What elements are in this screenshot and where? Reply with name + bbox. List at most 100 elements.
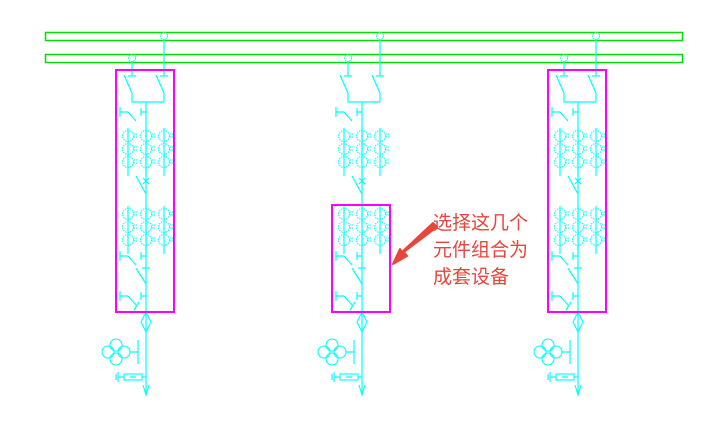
ct-terminal-icon (350, 224, 354, 229)
bus-disconnector-1-blade (339, 74, 349, 94)
ct-terminal-icon (170, 146, 174, 151)
cable-termination-icon (356, 310, 368, 334)
ct-coil-icon (355, 155, 369, 169)
ct-coil-icon (337, 129, 351, 143)
earth-blade (559, 111, 569, 122)
breaker-x (358, 177, 366, 185)
ct-coil-icon (373, 129, 387, 143)
ct-terminal-icon (170, 133, 174, 138)
ct-coil-icon (373, 142, 387, 156)
ct-terminal-icon (566, 133, 570, 138)
ct-coil-icon (355, 220, 369, 234)
earth-indicator (133, 301, 140, 311)
outgoing-line-arrow-icon (358, 384, 366, 397)
earthing-switch-lower (551, 291, 578, 306)
earthing-switch-upper (551, 107, 578, 122)
earthing-switch-lower (119, 291, 146, 306)
ct-terminal-icon (566, 211, 570, 216)
surge-arrester-icon (547, 372, 578, 382)
ct-terminal-icon (350, 211, 354, 216)
ct-terminal-icon (368, 211, 372, 216)
ct-coil-icon (553, 129, 567, 143)
ct-terminal-icon (152, 224, 156, 229)
ct-coil-icon (337, 233, 351, 247)
ct-terminal-icon (170, 237, 174, 242)
ct-coil-icon (373, 155, 387, 169)
ct-terminal-icon (134, 211, 138, 216)
ct-coil-icon (157, 220, 171, 234)
bus-tap-node-upper (375, 31, 385, 41)
earth-indicator (565, 301, 572, 311)
ct-coil-icon (157, 155, 171, 169)
ct-terminal-icon (170, 159, 174, 164)
ct-coil-icon (355, 207, 369, 221)
earth-blade (127, 255, 137, 266)
vt-winding (541, 338, 555, 352)
surge-arrester-icon (115, 372, 146, 382)
earthing-switch-upper (335, 107, 362, 122)
ct-coil-icon (157, 129, 171, 143)
feeders (101, 31, 606, 397)
current-transformer-group-upper (553, 128, 606, 176)
current-transformer-group-lower (553, 206, 606, 254)
vt-winding (325, 338, 339, 352)
vt-winding (541, 352, 555, 366)
ct-terminal-icon (350, 133, 354, 138)
ct-terminal-icon (602, 211, 606, 216)
selection-box-middle[interactable] (331, 204, 391, 313)
ct-coil-icon (355, 142, 369, 156)
feeder-right[interactable] (533, 31, 606, 397)
ct-coil-icon (373, 207, 387, 221)
ct-coil-icon (121, 142, 135, 156)
feeder-middle[interactable] (317, 31, 390, 397)
ct-terminal-icon (386, 224, 390, 229)
ct-terminal-icon (386, 146, 390, 151)
ct-terminal-icon (368, 133, 372, 138)
ct-terminal-icon (386, 159, 390, 164)
cable-termination-icon (140, 310, 152, 334)
ct-coil-icon (337, 155, 351, 169)
surge-arrester-icon (331, 372, 362, 382)
ct-coil-icon (139, 220, 153, 234)
ct-coil-icon (553, 220, 567, 234)
ct-coil-icon (571, 233, 585, 247)
earth-blade (343, 295, 353, 306)
ct-coil-icon (157, 142, 171, 156)
selection-box-left[interactable] (115, 69, 175, 313)
busbar-lower[interactable] (44, 53, 684, 64)
ct-coil-icon (139, 129, 153, 143)
outgoing-line-arrow-icon (142, 384, 150, 397)
voltage-transformer-icon (101, 338, 139, 366)
selection-box-right[interactable] (547, 69, 607, 313)
bus-tap-node-lower (343, 53, 353, 63)
ct-terminal-icon (602, 237, 606, 242)
earth-blade (343, 111, 353, 122)
busbar-upper[interactable] (44, 31, 684, 42)
ct-terminal-icon (386, 211, 390, 216)
ct-coil-icon (157, 207, 171, 221)
circuit-breaker-blade (135, 175, 147, 195)
ct-coil-icon (553, 207, 567, 221)
annotation-arrow-layer (392, 222, 438, 265)
ct-coil-icon (571, 129, 585, 143)
busbars (44, 31, 684, 64)
ct-coil-icon (373, 233, 387, 247)
feeder-left[interactable] (101, 31, 174, 397)
vt-winding (533, 345, 547, 359)
cable-termination-icon (572, 310, 584, 334)
ct-terminal-icon (368, 237, 372, 242)
ct-coil-icon (139, 207, 153, 221)
bus-tap-node-lower (559, 53, 569, 63)
earth-indicator (349, 301, 356, 311)
bus-tap-node-lower (127, 53, 137, 63)
ct-terminal-icon (566, 146, 570, 151)
ct-terminal-icon (152, 237, 156, 242)
vt-winding (317, 345, 331, 359)
annotation-line-3: 成套设备 (433, 266, 510, 288)
ct-terminal-icon (584, 211, 588, 216)
ct-coil-icon (553, 233, 567, 247)
vt-winding (101, 345, 115, 359)
ct-coil-icon (139, 155, 153, 169)
ct-terminal-icon (134, 237, 138, 242)
ct-terminal-icon (350, 237, 354, 242)
